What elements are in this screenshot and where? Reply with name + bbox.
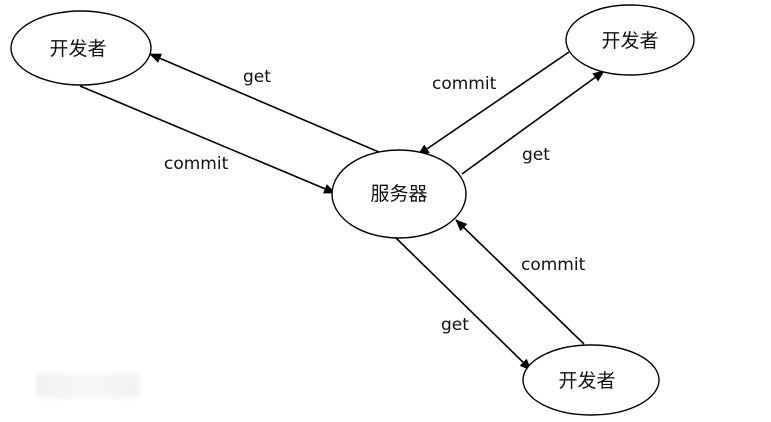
edge-get-to-top-left-developer — [149, 53, 389, 157]
edge-label-get-bottom: get — [441, 315, 469, 335]
blurred-watermark — [36, 374, 140, 398]
edge-label-get-top-right: get — [522, 145, 550, 165]
node-label: 开发者 — [601, 30, 658, 52]
node-label: 开发者 — [49, 38, 106, 60]
edge-commit-from-top-right-developer — [417, 51, 570, 156]
node-server: 服务器 — [331, 149, 467, 239]
edge-label-get-top-left: get — [243, 67, 271, 87]
node-label: 服务器 — [370, 183, 427, 205]
edge-label-commit-top-right: commit — [432, 74, 497, 94]
edge-get-to-top-right-developer — [461, 70, 605, 175]
node-developer-bottom: 开发者 — [522, 344, 660, 416]
edge-commit-from-top-left-developer — [79, 85, 336, 194]
edge-label-commit-top-left: commit — [164, 154, 229, 174]
node-developer-top-right: 开发者 — [565, 4, 695, 76]
node-developer-top-left: 开发者 — [10, 10, 152, 86]
node-label: 开发者 — [558, 370, 615, 392]
edge-commit-from-bottom-developer — [455, 219, 585, 345]
edge-label-commit-bottom: commit — [521, 255, 586, 275]
edge-get-to-bottom-developer — [395, 237, 532, 371]
